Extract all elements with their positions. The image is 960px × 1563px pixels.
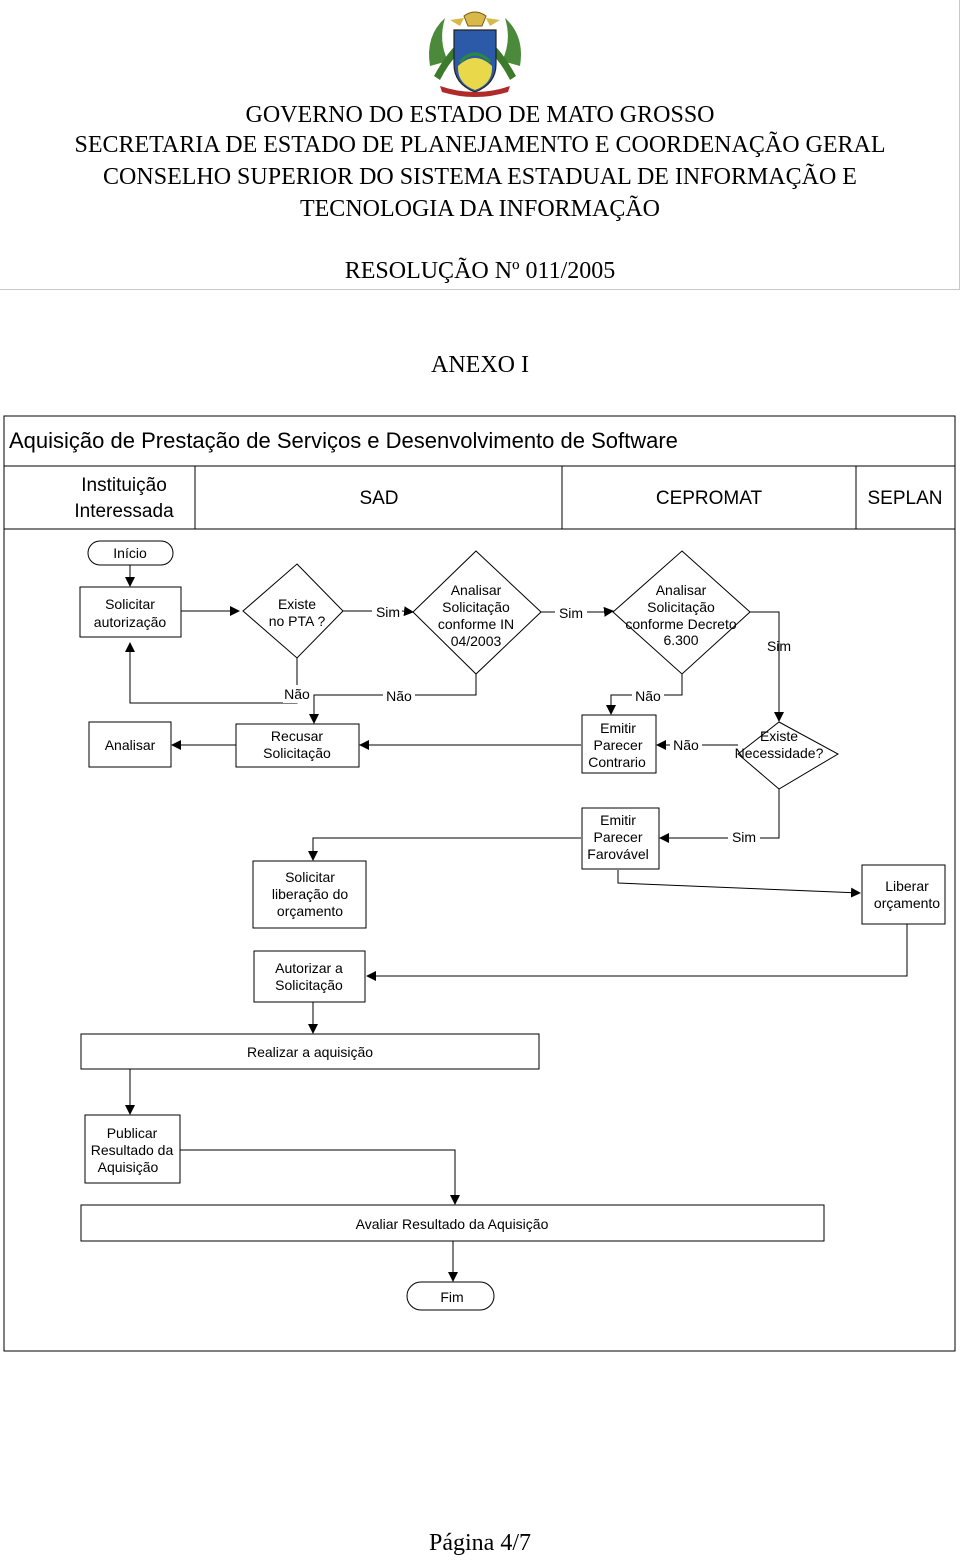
avaliar-resultado-box (80, 1204, 825, 1242)
document-header: GOVERNO DO ESTADO DE MATO GROSSO SECRETA… (0, 0, 960, 290)
header-line-1: GOVERNO DO ESTADO DE MATO GROSSO (245, 102, 715, 128)
analisar-dec-label-3: conforme Decreto (625, 616, 736, 632)
analisar-in-label-3: conforme IN (438, 616, 514, 632)
autorizar-solicitacao-box (253, 950, 366, 1003)
edge-label-nao-3: Não (635, 688, 661, 704)
realizar-aquisicao-box (80, 1033, 540, 1070)
lane-seplan: SEPLAN (868, 488, 943, 509)
liberacao-label-1: Solicitar (285, 869, 335, 885)
favoravel-label-1: Emitir (600, 812, 636, 828)
flowchart-frame (3, 415, 956, 1352)
analisar-in-decision (412, 550, 542, 675)
edge-label-sim-1: Sim (376, 604, 400, 620)
lane-instituicao: Instituição (81, 475, 167, 496)
favoravel-label-2: Parecer (593, 829, 642, 845)
liberar-label-2: orçamento (874, 895, 940, 911)
contrario-label-2: Parecer (593, 737, 642, 753)
edge-label-nao-2: Não (386, 688, 412, 704)
no-pta-label: no PTA ? (269, 613, 326, 629)
autorizacao-label: autorização (94, 614, 167, 630)
necessidade-label-1: Existe (760, 728, 798, 744)
liberar-label-1: Liberar (885, 878, 929, 894)
analisar-in-label-1: Analisar (451, 582, 502, 598)
analisar-box (88, 721, 172, 768)
inicio-label: Início (113, 545, 147, 561)
fim-label: Fim (440, 1289, 463, 1305)
solicitar-liberacao-box (252, 860, 367, 929)
analisar-label: Analisar (105, 737, 156, 753)
page-number: Página 4/7 (429, 1530, 531, 1556)
existe-label: Existe (278, 596, 316, 612)
lane-sad: SAD (359, 488, 398, 509)
avaliar-label: Avaliar Resultado da Aquisição (356, 1216, 549, 1232)
flowchart-title: Aquisição de Prestação de Serviços e Des… (9, 428, 678, 453)
contrario-label-1: Emitir (600, 720, 636, 736)
analisar-dec-label-1: Analisar (656, 582, 707, 598)
analisar-decreto-decision (612, 550, 751, 675)
start-terminator (87, 540, 174, 566)
recusar-solicitacao-label: Solicitação (263, 745, 331, 761)
state-coat-of-arms (429, 11, 521, 97)
edge-label-nao-1: Não (284, 686, 310, 702)
analisar-in-label-2: Solicitação (442, 599, 510, 615)
necessidade-label-2: Necessidade? (735, 745, 824, 761)
liberacao-label-2: liberação do (272, 886, 348, 902)
header-line-4: TECNOLOGIA DA INFORMAÇÃO (299, 196, 660, 222)
lane-instituicao-line2: Interessada (74, 501, 174, 522)
publicar-resultado-box (84, 1114, 181, 1184)
publicar-label-2: Resultado da (91, 1142, 174, 1158)
contrario-label-3: Contrario (588, 754, 646, 770)
publicar-label-3: Aquisição (98, 1159, 159, 1175)
existe-pta-decision (242, 563, 344, 659)
autorizar-label-2: Solicitação (275, 977, 343, 993)
analisar-dec-label-2: Solicitação (647, 599, 715, 615)
header-line-3: CONSELHO SUPERIOR DO SISTEMA ESTADUAL DE… (103, 164, 857, 190)
lane-cepromat: CEPROMAT (656, 488, 763, 509)
existe-necessidade-decision (737, 721, 840, 790)
header-line-2: SECRETARIA DE ESTADO DE PLANEJAMENTO E C… (74, 132, 886, 158)
publicar-label-1: Publicar (107, 1125, 158, 1141)
parecer-contrario-box (581, 714, 657, 774)
parecer-favoravel-box (581, 807, 660, 870)
annex-title: ANEXO I (431, 352, 529, 378)
solicitar-label: Solicitar (105, 596, 155, 612)
resolution-number: RESOLUÇÃO Nº 011/2005 (344, 258, 616, 284)
edge-label-sim-3: Sim (767, 638, 791, 654)
solicitar-autorizacao-box (79, 586, 182, 638)
edge-label-sim-2: Sim (559, 605, 583, 621)
recusar-label: Recusar (271, 728, 323, 744)
favoravel-label-3: Farovável (587, 846, 648, 862)
recusar-solicitacao-box (235, 723, 360, 768)
analisar-dec-label-4: 6.300 (663, 632, 698, 648)
realizar-label: Realizar a aquisição (247, 1044, 373, 1060)
autorizar-label-1: Autorizar a (275, 960, 343, 976)
edge-label-nao-4: Não (673, 737, 699, 753)
analisar-in-label-4: 04/2003 (451, 633, 502, 649)
edge-label-sim-4: Sim (732, 829, 756, 845)
end-terminator (406, 1281, 495, 1311)
liberacao-label-3: orçamento (277, 903, 343, 919)
liberar-orcamento-box (861, 864, 946, 925)
